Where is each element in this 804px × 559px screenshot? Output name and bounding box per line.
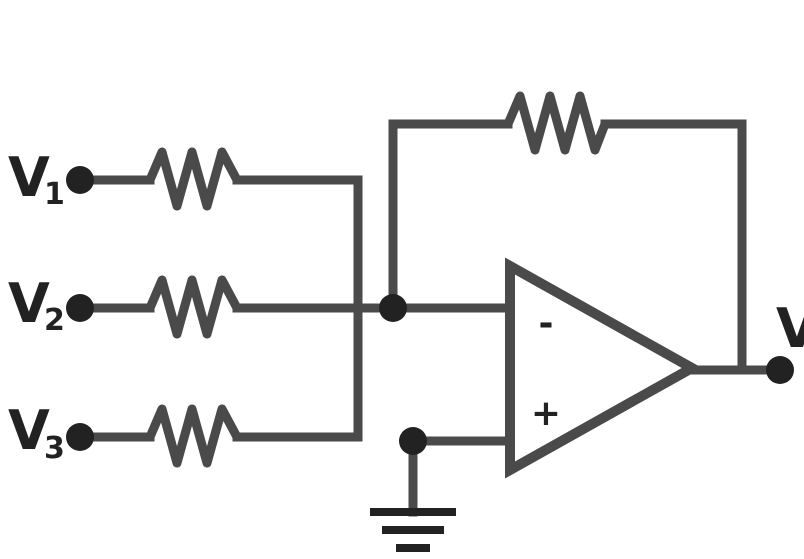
input-3-resistor [145,404,242,468]
summing-junction-node [379,294,407,322]
output-terminal [766,356,794,384]
input-2-terminal [66,294,94,322]
feedback-left-wire [388,119,513,313]
input-1-bus-wire [232,175,363,315]
input-branch-3 [75,301,363,468]
input-3-bus-wire [232,301,363,442]
input-2-resistor [145,275,242,339]
op-amp-triangle [505,257,703,479]
input-2-subscript: 2 [44,303,65,338]
noninverting-input-sign: + [531,393,561,434]
ground-symbol [370,508,456,552]
input-1-subscript: 1 [44,177,65,212]
noninverting-branch [408,436,510,517]
feedback-resistor [503,91,610,155]
input-3-subscript: 3 [44,431,65,466]
input-3-label: V [8,399,50,462]
feedback-right-wire [600,119,747,375]
input-1-terminal [66,166,94,194]
input-1-label: V [8,146,50,209]
input-branch-2 [75,275,510,339]
input-2-label: V [8,272,50,335]
noninverting-junction-node [399,427,427,455]
feedback-branch [388,91,747,375]
output-label: V [776,297,804,360]
op-amp: - + [505,257,703,479]
input-1-resistor [145,147,242,211]
inverting-input-sign: - [539,303,554,344]
input-3-terminal [66,423,94,451]
